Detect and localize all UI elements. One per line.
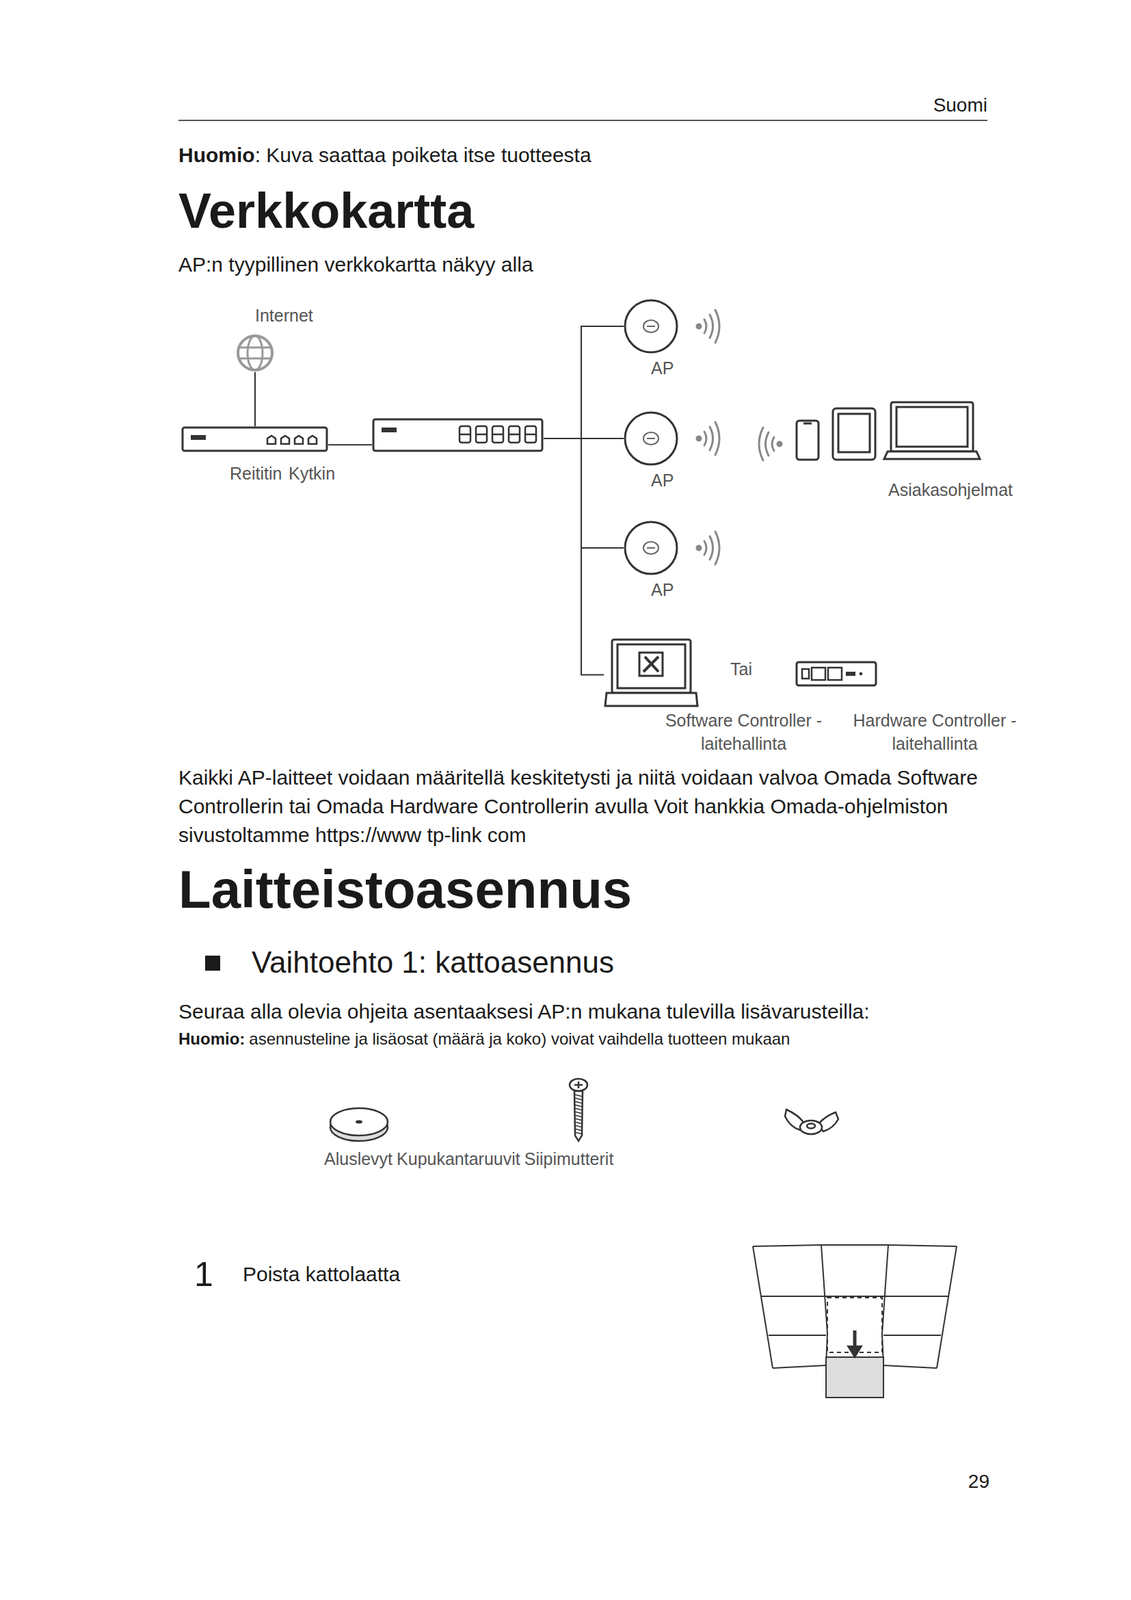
network-cable: [543, 438, 604, 675]
note-text: asennusteline ja lisäosat (määrä ja koko…: [248, 1029, 790, 1049]
node-label: Hardware Controller -laitehallinta: [842, 708, 1028, 755]
body-paragraph: Kaikki AP-laitteet voidaan määritellä ke…: [178, 763, 1000, 850]
part-name: Aluslevyt: [324, 1148, 393, 1169]
page-language: Suomi: [933, 94, 988, 117]
network-cable: [543, 438, 624, 548]
router-device: Reititin: [181, 426, 329, 452]
bullet-square: [205, 955, 221, 971]
network-cable: [254, 371, 256, 427]
section-title: Verkkokartta: [178, 181, 474, 240]
step-number: 1: [194, 1254, 214, 1294]
client-devices: Asiakasohjelmat: [795, 400, 982, 461]
software-controller: Software Controller -laitehallinta: [603, 637, 699, 710]
network-cable: [328, 443, 372, 446]
wifi-waves: [696, 309, 782, 565]
node-label: Asiakasohjelmat: [888, 477, 1013, 502]
subsection-title: Vaihtoehto 1: kattoasennus: [251, 945, 615, 980]
or-label: Tai: [730, 659, 753, 680]
part-name: Kupukantaruuvit: [396, 1148, 521, 1169]
access-point: AP: [623, 410, 679, 466]
device-icon: [795, 400, 982, 461]
internet-globe: Internet: [235, 333, 275, 372]
node-label: Kytkin: [288, 461, 336, 485]
device-icon: [623, 298, 679, 354]
access-point: AP: [623, 298, 679, 354]
section-title: Laitteistoasennus: [178, 858, 632, 920]
node-label: AP: [650, 577, 674, 602]
device-icon: [371, 417, 544, 452]
node-label: Internet: [255, 303, 314, 327]
network-cable: [543, 326, 624, 439]
access-point: AP: [623, 520, 679, 576]
note-text: : Kuva saattaa poiketa itse tuotteesta: [255, 143, 592, 167]
instruction-text: Seuraa alla olevia ohjeita asentaaksesi …: [178, 999, 870, 1023]
washer: [330, 1107, 388, 1141]
note-label: Huomio:: [178, 1029, 245, 1049]
device-icon: [181, 426, 329, 452]
switch-device: Kytkin: [371, 417, 544, 452]
screw: [569, 1078, 588, 1141]
device-icon: [603, 637, 699, 710]
page-number: 29: [968, 1470, 990, 1493]
device-icon: [623, 520, 679, 576]
wing-nut: [784, 1109, 839, 1134]
node-label: Software Controller -laitehallinta: [651, 708, 837, 755]
node-label: Reititin: [229, 461, 282, 485]
device-icon: [795, 660, 878, 687]
part-name: Siipimutterit: [524, 1148, 615, 1169]
intro-text: AP:n tyypillinen verkkokartta näkyy alla: [178, 253, 534, 277]
node-label: AP: [650, 356, 674, 380]
ceiling-grid: [752, 1244, 957, 1397]
header-rule: [178, 119, 988, 122]
device-icon: [235, 333, 275, 372]
note-label: Huomio: [178, 143, 256, 167]
hardware-controller: Hardware Controller -laitehallinta: [795, 660, 878, 687]
step-text: Poista kattolaatta: [242, 1262, 401, 1286]
node-label: AP: [650, 468, 674, 492]
device-icon: [623, 410, 679, 466]
